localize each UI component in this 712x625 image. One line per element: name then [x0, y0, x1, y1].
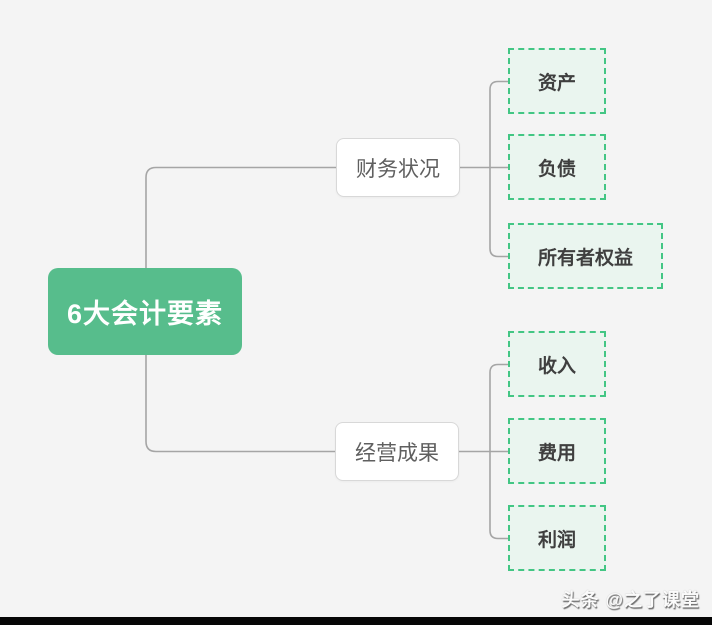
connector-root-to-operating-results — [145, 355, 335, 453]
root-node-label: 6大会计要素 — [66, 299, 224, 329]
branch-node-financial-position: 财务状况 — [336, 138, 460, 197]
leaf-node-expenses: 费用 — [508, 418, 606, 484]
branch-node-label: 财务状况 — [356, 157, 440, 181]
leaf-node-revenue: 收入 — [508, 331, 606, 397]
watermark-text: 头条 @之了课堂 — [561, 590, 700, 610]
leaf-node-label: 所有者权益 — [537, 247, 633, 269]
leaf-node-label: 负债 — [537, 158, 576, 180]
watermark: 头条 @之了课堂 — [561, 586, 700, 612]
branch-node-operating-results: 经营成果 — [335, 422, 459, 481]
leaf-node-profit: 利润 — [508, 505, 606, 571]
branch-node-label: 经营成果 — [355, 441, 439, 465]
leaf-node-label: 利润 — [537, 529, 576, 551]
leaf-node-assets: 资产 — [508, 48, 606, 114]
root-node-accounting-elements: 6大会计要素 — [48, 268, 242, 355]
leaf-node-label: 收入 — [537, 355, 576, 377]
leaf-node-liabilities: 负债 — [508, 134, 606, 200]
connector-root-to-financial-position — [145, 166, 336, 268]
leaf-node-label: 资产 — [537, 72, 576, 94]
leaf-node-label: 费用 — [537, 442, 576, 464]
bottom-black-bar — [0, 617, 712, 625]
leaf-node-owners-equity: 所有者权益 — [508, 223, 663, 289]
